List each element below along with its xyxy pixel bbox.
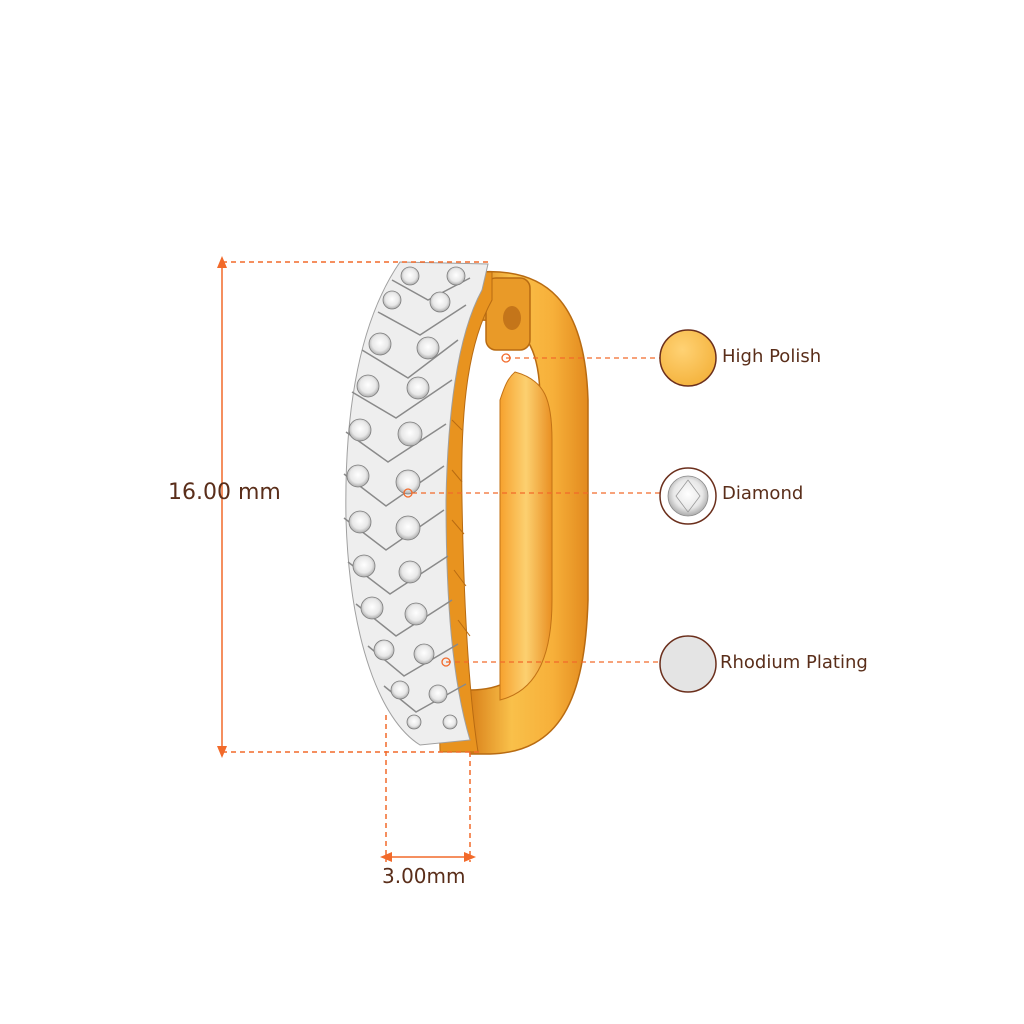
height-dimension xyxy=(217,256,490,758)
high-polish-swatch xyxy=(659,329,717,387)
hoop-inner-channel xyxy=(499,371,553,701)
width-dimension-label: 3.00mm xyxy=(382,864,466,888)
height-dimension-label: 16.00 mm xyxy=(168,480,281,505)
rhodium-swatch xyxy=(659,635,717,693)
hoop-earring xyxy=(343,261,589,755)
legend-diamond-label: Diamond xyxy=(722,483,804,504)
width-dimension xyxy=(380,715,476,862)
hoop-outer-band xyxy=(469,270,589,755)
diamond-swatch xyxy=(659,467,717,525)
gold-ridges xyxy=(451,419,471,637)
legend-leaders xyxy=(403,353,660,667)
hinge-pin xyxy=(503,306,521,330)
diamond-stones xyxy=(346,266,466,730)
legend-high-polish-label: High Polish xyxy=(722,346,822,367)
legend-rhodium-label: Rhodium Plating xyxy=(720,652,868,673)
